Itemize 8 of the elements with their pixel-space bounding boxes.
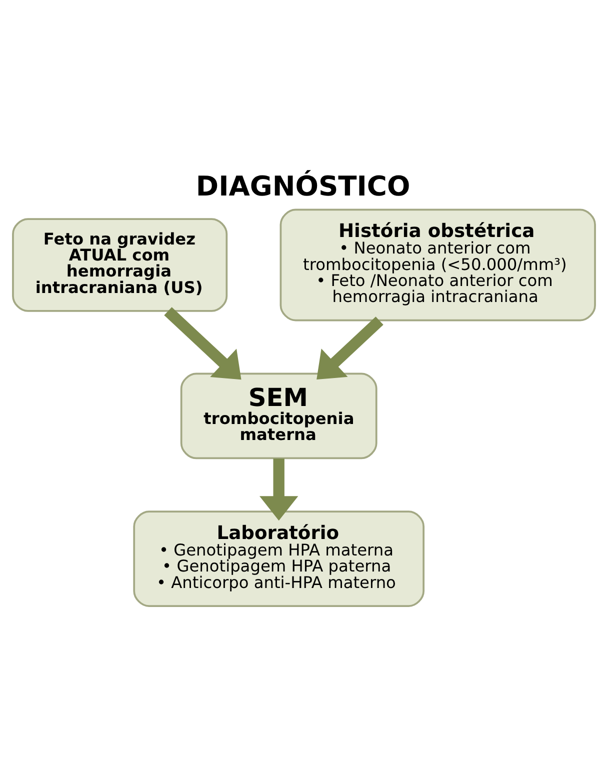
node-box: História obstétrica • Neonato anterior com trombocitopenia (<50.000/mm³) • Feto /Neonato anterior com hemorragia intracraniana [280, 208, 596, 321]
node-box: Feto na gravidez ATUAL com hemorragia intracraniana (US) [12, 218, 228, 312]
node-box: SEM trombocitopenia materna [180, 372, 378, 459]
node-box: Laboratório • Genotipagem HPA materna • Genotipagem HPA paterna • Anticorpo anti-HPA materno [133, 510, 424, 606]
diagram-title: DIAGNÓSTICO [196, 171, 410, 202]
arrow [260, 458, 298, 520]
arrow [316, 316, 384, 379]
arrow [164, 306, 242, 380]
